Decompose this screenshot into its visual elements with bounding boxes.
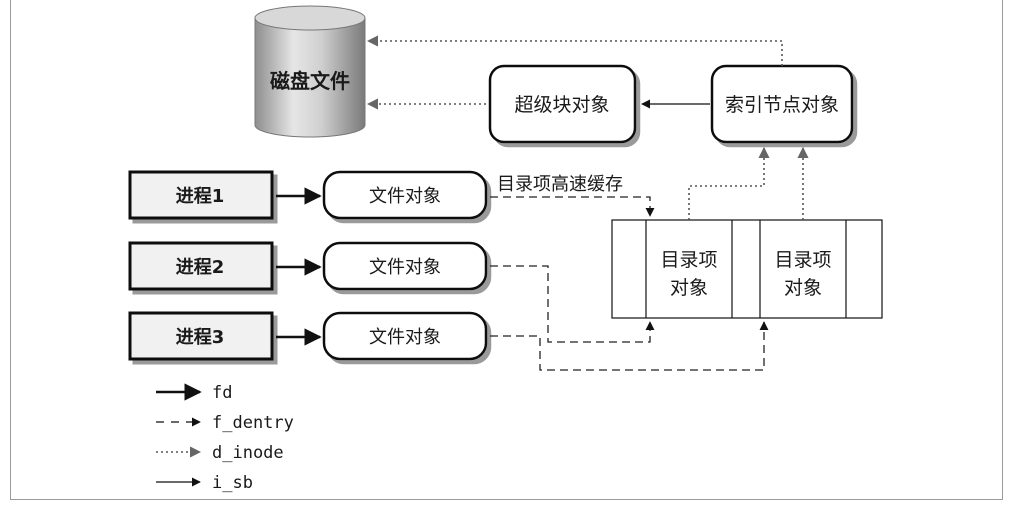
file-object-label-1: 文件对象 (369, 186, 441, 207)
file-object-3: 文件对象 (322, 311, 488, 361)
superblock-object: 超级块对象 (488, 64, 637, 144)
inode-label: 索引节点对象 (725, 94, 839, 116)
file-object-label-2: 文件对象 (369, 257, 441, 278)
legend-item-fd: fd (156, 383, 232, 403)
dentry-label-2-line1: 目录项 (774, 249, 831, 271)
legend-item-f-dentry: f_dentry (156, 413, 294, 433)
legend-label-d-inode: d_inode (212, 443, 284, 463)
f-dentry-arrows (490, 196, 769, 371)
dentry-label-2-line2: 对象 (784, 277, 822, 299)
dentry-object-1: 目录项 对象 (660, 249, 717, 299)
dentry-label-1-line1: 目录项 (660, 249, 717, 271)
legend-label-i-sb: i_sb (212, 473, 253, 493)
disk-file-cylinder: 磁盘文件 (254, 5, 366, 138)
process-label-2: 进程2 (176, 257, 225, 278)
dentry-cache-table (611, 219, 883, 319)
legend-item-d-inode: d_inode (156, 443, 284, 463)
dentry-object-2: 目录项 对象 (774, 249, 831, 299)
file-object-label-3: 文件对象 (369, 327, 441, 348)
legend-label-f-dentry: f_dentry (212, 413, 294, 433)
process-box-2: 进程2 (128, 241, 274, 291)
dentry-cache-label: 目录项高速缓存 (497, 174, 623, 195)
dentry-label-1-line2: 对象 (670, 277, 708, 299)
process-box-1: 进程1 (128, 170, 274, 220)
fd-arrows (276, 187, 322, 346)
legend-label-fd: fd (212, 383, 232, 403)
legend-item-i-sb: i_sb (156, 473, 253, 493)
process-box-3: 进程3 (128, 311, 274, 361)
d-inode-arrows (366, 35, 809, 220)
inode-object: 索引节点对象 (710, 64, 854, 144)
disk-file-label: 磁盘文件 (270, 69, 350, 93)
legend: fd f_dentry d_inode i_sb (156, 383, 294, 493)
file-object-1: 文件对象 (322, 170, 488, 220)
process-label-3: 进程3 (176, 327, 225, 348)
process-label-1: 进程1 (176, 186, 225, 207)
superblock-label: 超级块对象 (514, 94, 609, 116)
file-object-2: 文件对象 (322, 241, 488, 291)
